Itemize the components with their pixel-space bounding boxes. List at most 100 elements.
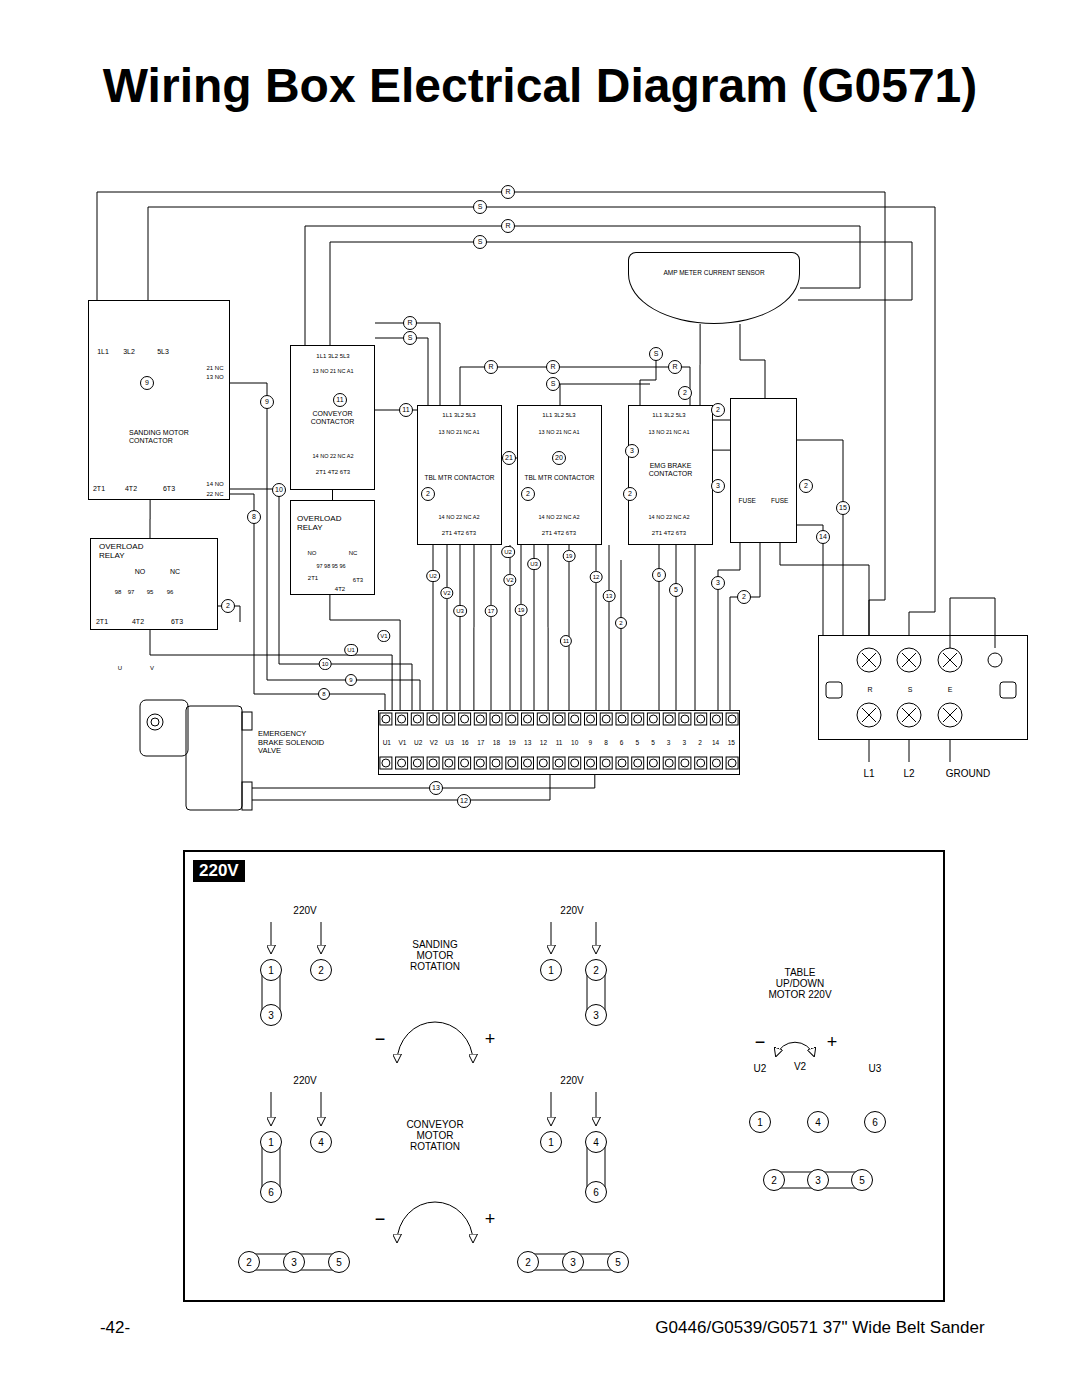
- callout-number: 2: [799, 479, 813, 493]
- housing-shape: [474, 757, 486, 769]
- housing-shape: [569, 713, 581, 725]
- wire-line: [950, 598, 995, 648]
- wire-line: [730, 543, 760, 710]
- callout-number: 2: [585, 959, 607, 981]
- wire-connector: [780, 543, 869, 635]
- wire-connector: [150, 630, 392, 710]
- box-label: AMP METER CURRENT SENSOR: [629, 269, 799, 276]
- power-terminal-block: RSE: [818, 635, 1028, 740]
- callout-number: 17: [485, 605, 498, 617]
- callout-number: 13: [603, 590, 616, 602]
- box-label: 3: [676, 739, 692, 746]
- housing-shape: [710, 757, 722, 769]
- callout-number: 2: [221, 599, 235, 613]
- callout-number: V2: [503, 574, 516, 586]
- box-label: V1: [395, 739, 411, 746]
- housing-shape: [411, 757, 423, 769]
- terminal-label: 4T2: [335, 586, 345, 593]
- wire-line: [230, 494, 385, 710]
- box-label: E: [930, 686, 970, 694]
- wire-line: [559, 367, 675, 368]
- terminal-screw: [461, 759, 469, 767]
- wire-line: [305, 226, 860, 345]
- wire-connector: [332, 490, 333, 500]
- box-label: FUSE: [739, 497, 756, 504]
- wire-line: [148, 207, 935, 635]
- callout-number: V1: [377, 630, 390, 642]
- wire-line: [416, 323, 440, 405]
- housing-shape: [427, 757, 439, 769]
- callout-number: 19: [515, 604, 528, 616]
- terminal-screw: [587, 715, 595, 723]
- wire-line: [869, 740, 870, 762]
- housing-shape: [186, 706, 242, 810]
- terminal-screw: [649, 759, 657, 767]
- terminal-screw: [587, 759, 595, 767]
- housing-shape: [616, 757, 628, 769]
- box-label: 14: [708, 739, 724, 746]
- box-label: 5: [630, 739, 646, 746]
- terminal-label: 2T1: [93, 485, 105, 493]
- terminal-label: 13 NO 21 NC A1: [439, 429, 480, 435]
- terminal-screw: [492, 715, 500, 723]
- callout-number: 6: [260, 1181, 282, 1203]
- wire-line: [559, 384, 650, 385]
- wire-line: [460, 367, 485, 405]
- terminal-screw: [508, 759, 516, 767]
- terminal-label: 2T1: [308, 575, 318, 582]
- box-label: EMERGENCY BRAKE SOLENOID VALVE: [258, 730, 328, 756]
- terminal-screw: [571, 759, 579, 767]
- callout-number: S: [473, 200, 487, 214]
- wire-connector: [350, 775, 595, 788]
- wire-line: [776, 1042, 814, 1056]
- callout-number: R: [546, 360, 560, 374]
- contactor-box: SANDING MOTOR CONTACTOR: [88, 300, 230, 500]
- box-label: 19: [504, 739, 520, 746]
- callout-number: 21: [502, 451, 516, 465]
- terminal-screw: [728, 759, 736, 767]
- callout-number: 2: [421, 487, 435, 501]
- terminal-screw: [618, 759, 626, 767]
- terminal-label: −: [375, 1030, 386, 1050]
- housing-shape: [522, 713, 534, 725]
- housing-shape: [242, 712, 252, 730]
- terminal-screw: [476, 759, 484, 767]
- callout-number: 6: [585, 1181, 607, 1203]
- solenoid-valve: EMERGENCY BRAKE SOLENOID VALVE: [140, 698, 350, 810]
- box-label: OVERLOAD RELAY: [99, 542, 161, 560]
- terminal-label: 95: [147, 589, 154, 596]
- callout-number: 2: [711, 403, 725, 417]
- terminal-label: 2T1 4T2 6T3: [442, 530, 476, 537]
- callout-number: 1: [540, 1131, 562, 1153]
- contactor-box: EMG BRAKE CONTACTOR: [628, 405, 713, 545]
- wire-line: [740, 324, 765, 398]
- terminal-screw: [492, 759, 500, 767]
- terminal-screw: [665, 759, 673, 767]
- housing-shape: [506, 713, 518, 725]
- wire-line: [551, 922, 552, 953]
- callout-number: 8: [318, 688, 330, 700]
- callout-number: 1: [260, 959, 282, 981]
- terminal-label: L2: [903, 768, 914, 779]
- terminal-screw: [539, 715, 547, 723]
- terminal-screw: [382, 759, 390, 767]
- callout-number: 3: [585, 1004, 607, 1026]
- terminal-label: 6T3: [163, 485, 175, 493]
- housing-shape: [140, 700, 188, 756]
- callout-number: 2: [737, 590, 751, 604]
- box-label: 6: [614, 739, 630, 746]
- housing-shape: [396, 757, 408, 769]
- wire-line: [676, 545, 677, 710]
- wire-connector: [150, 500, 151, 538]
- callout-number: 11: [399, 403, 413, 417]
- terminal-screw: [555, 759, 563, 767]
- terminal-label: CONVEYOR MOTOR ROTATION: [404, 1119, 466, 1152]
- terminal-label: V2: [794, 1061, 806, 1072]
- terminal-label: V: [150, 665, 154, 672]
- terminal-label: NO: [308, 550, 317, 557]
- housing-shape: [474, 713, 486, 725]
- terminal-screw: [539, 759, 547, 767]
